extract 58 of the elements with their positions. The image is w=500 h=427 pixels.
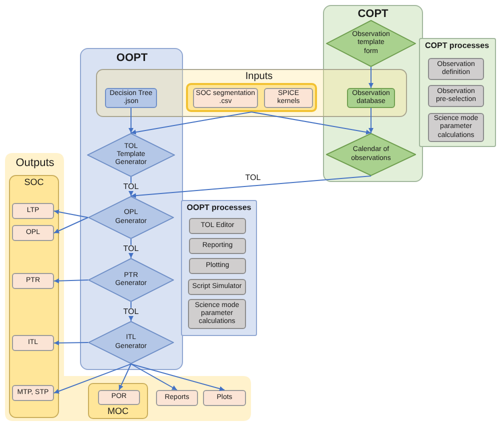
group-title: SOC [24,178,44,188]
arrow [54,364,132,394]
arrow [368,66,374,88]
process-diamond [88,321,174,364]
group-title: Inputs [245,71,273,82]
highlight-frame [186,83,317,112]
arrow [128,108,134,134]
arrow [130,364,178,390]
output-box [12,335,54,351]
process-box [189,258,246,274]
arrow [128,238,134,258]
group-panel [80,48,183,370]
group-panel [419,38,496,147]
arrow [128,176,134,196]
group-panel [181,200,257,336]
group-panel [88,383,148,419]
output-box [12,225,54,241]
arrow [130,364,225,392]
output-box [98,390,140,405]
process-box [428,85,484,107]
group-title: COPT processes [424,42,490,51]
process-diamond [88,196,174,239]
group-title: COPT [358,8,388,20]
arrow [368,108,374,134]
process-box [428,58,484,80]
output-box [12,385,54,401]
arrow [54,209,88,218]
group-panel [323,5,423,182]
process-box [428,113,484,142]
arrow [130,176,372,198]
process-diamond [87,133,175,177]
output-box [156,390,198,406]
arrow [118,364,132,390]
arrow [128,302,134,322]
output-box [12,203,54,219]
process-diamond [326,20,416,67]
output-box [203,390,246,406]
group-title: OOPT processes [186,204,252,213]
process-box [189,238,246,254]
process-box [188,299,246,329]
arrow [54,278,88,284]
output-box [12,273,54,289]
arrow [130,112,252,135]
group-panel [9,175,59,418]
arrow [54,217,88,234]
process-box [188,279,246,295]
group-title: Outputs [16,157,54,170]
input-box [105,88,157,108]
group-title: OOPT [116,52,148,64]
arrow [54,340,88,346]
group-title: MOC [108,407,128,417]
input-box [264,88,313,108]
arrow [251,112,372,135]
process-diamond [326,133,416,176]
process-diamond [88,258,174,302]
process-box [189,218,246,234]
edge-label: TOL [244,174,262,182]
database-box [347,88,395,108]
